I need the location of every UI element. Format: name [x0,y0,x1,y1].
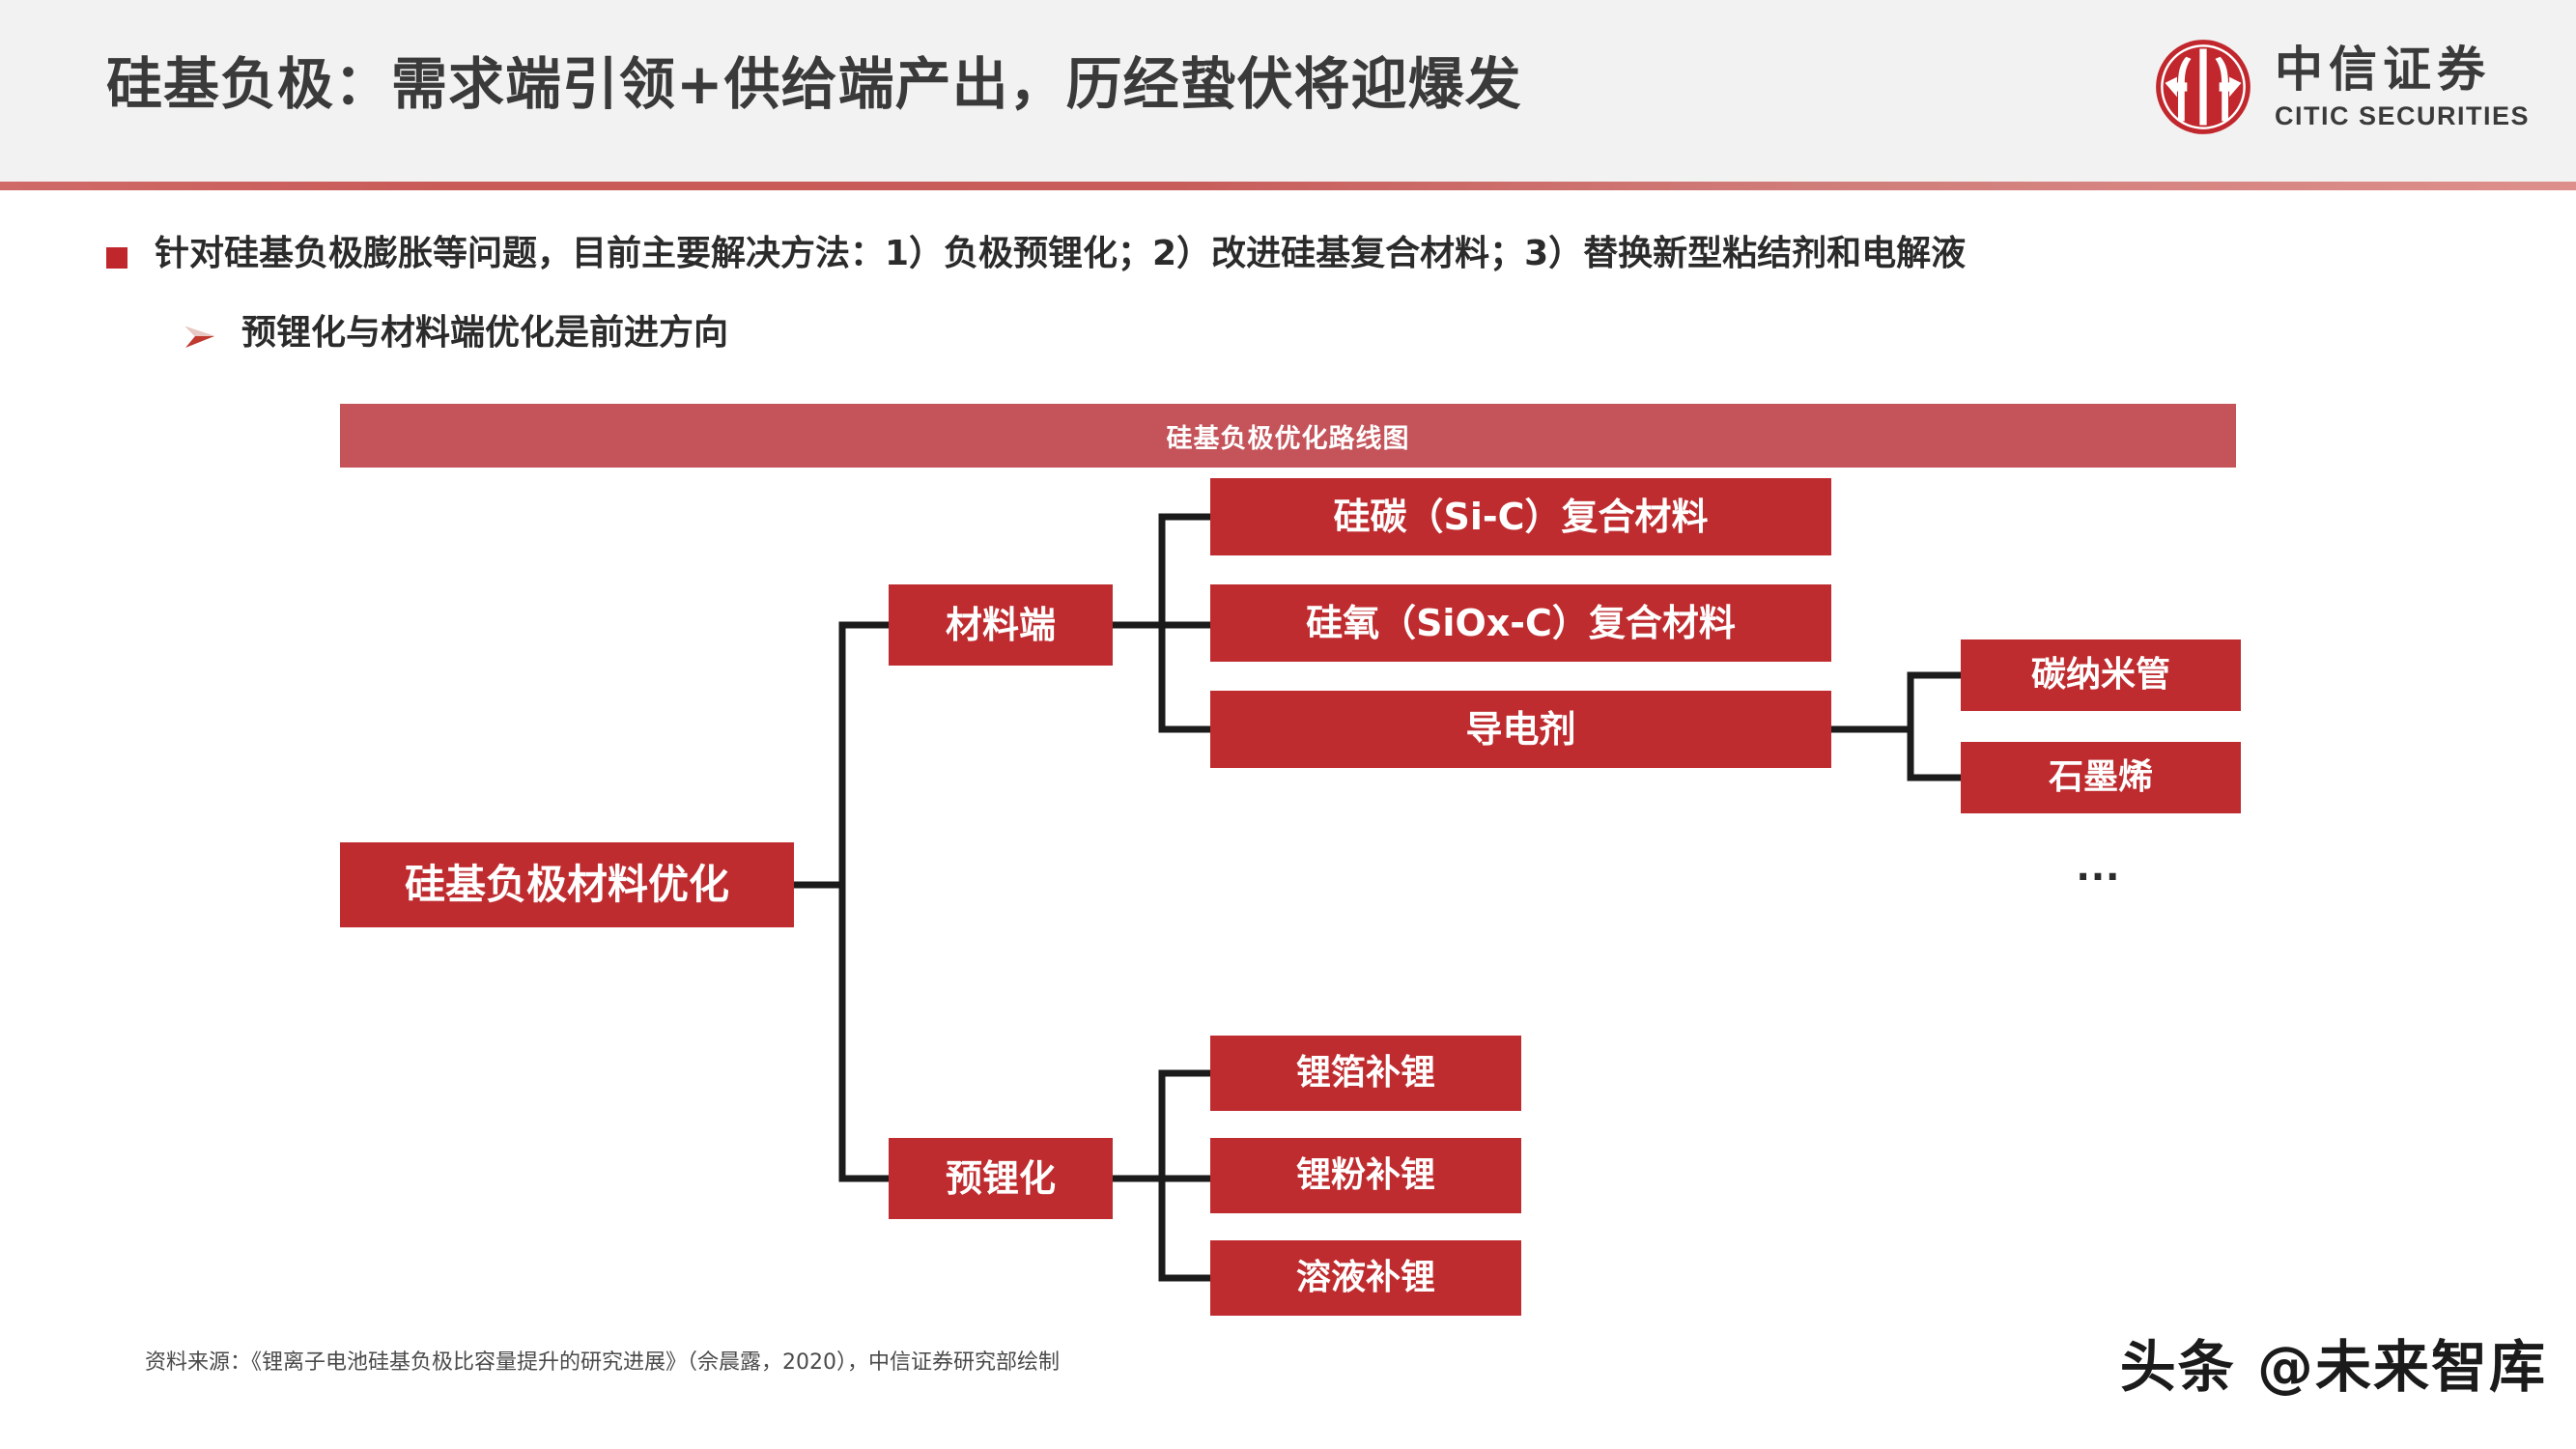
node-graphene[interactable]: 石墨烯 [1961,742,2241,813]
triangle-bullet-icon [185,327,214,348]
slide-header [0,0,2576,182]
node-carbon-nanotube[interactable]: 碳纳米管 [1961,639,2241,711]
bullet-item-2: 预锂化与材料端优化是前进方向 [184,311,728,355]
source-note: 资料来源：《锂离子电池硅基负极比容量提升的研究进展》（佘晨露，2020），中信证… [145,1350,1060,1375]
page-title: 硅基负极：需求端引领+供给端产出，历经蛰伏将迎爆发 [106,51,1522,117]
square-bullet-icon [106,247,127,269]
node-root[interactable]: 硅基负极材料优化 [340,842,794,927]
exhibit-title: 硅基负极优化路线图 [1166,423,1410,454]
watermark: 头条 @未来智库 [2119,1334,2547,1400]
node-si-c-composite[interactable]: 硅碳（Si-C）复合材料 [1210,478,1831,555]
logo-name-cn: 中信证券 [2274,41,2491,98]
node-material-end[interactable]: 材料端 [889,584,1113,666]
bullet-item-1: 针对硅基负极膨胀等问题，目前主要解决方法：1）负极预锂化；2）改进硅基复合材料；… [106,232,1966,275]
ellipsis-more-icon: … [2075,839,2127,891]
header-divider [0,182,2576,190]
citic-logo: 中信证券 CITIC SECURITIES [2153,37,2530,137]
exhibit-title-bar: 硅基负极优化路线图 [340,404,2236,468]
logo-wordmark: 中信证券 CITIC SECURITIES [2275,45,2530,129]
bullet-text-2: 预锂化与材料端优化是前进方向 [241,313,729,353]
logo-name-en: CITIC SECURITIES [2274,100,2530,130]
node-prelithiation[interactable]: 预锂化 [889,1138,1113,1219]
node-lithium-foil[interactable]: 锂箔补锂 [1210,1036,1521,1111]
node-siox-c-composite[interactable]: 硅氧（SiOx-C）复合材料 [1210,584,1831,662]
node-lithium-solution[interactable]: 溶液补锂 [1210,1240,1521,1316]
node-conductive-agent[interactable]: 导电剂 [1210,691,1831,768]
node-lithium-powder[interactable]: 锂粉补锂 [1210,1138,1521,1213]
citic-logo-icon [2156,40,2250,134]
bullet-text-1: 针对硅基负极膨胀等问题，目前主要解决方法：1）负极预锂化；2）改进硅基复合材料；… [155,234,1967,273]
